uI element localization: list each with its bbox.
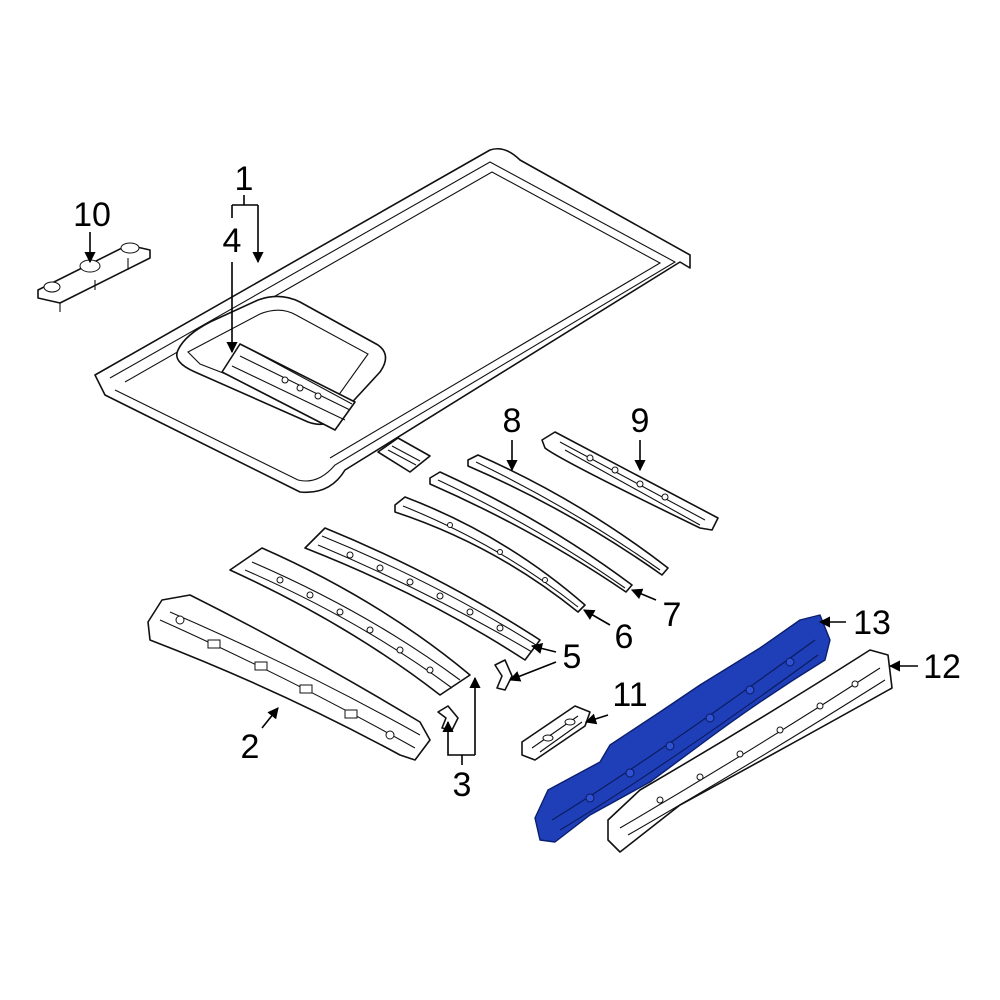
callout-10: 10 [73, 196, 111, 234]
roof-side-rail-inner-highlighted [534, 614, 831, 843]
callout-11: 11 [612, 676, 647, 714]
small-roof-bracket [377, 437, 431, 473]
callout-5: 5 [563, 638, 582, 676]
callout-3: 3 [453, 766, 472, 804]
callout-7: 7 [663, 596, 682, 634]
callout-2: 2 [241, 728, 260, 766]
callout-labels: 1 2 3 4 5 6 7 8 9 10 11 12 13 [73, 160, 961, 804]
roof-bow-front [394, 496, 586, 613]
leader-lines [84, 195, 918, 765]
windshield-header [147, 594, 431, 761]
callout-6: 6 [615, 618, 634, 656]
front-roof-cross-member [229, 547, 471, 696]
side-rail-bracket [521, 705, 591, 761]
roof-cross-member [304, 527, 541, 661]
callout-13: 13 [853, 604, 891, 642]
roof-bow-rear [467, 454, 669, 576]
callout-4: 4 [223, 222, 242, 260]
sunroof-reinforcement [221, 343, 356, 431]
roof-rail-bracket [37, 242, 151, 312]
callout-9: 9 [631, 402, 650, 440]
callout-8: 8 [503, 402, 522, 440]
callout-1: 1 [235, 160, 254, 198]
callout-12: 12 [923, 648, 961, 686]
roof-panel [94, 147, 691, 494]
clip-5 [494, 659, 513, 691]
roof-bow-center [429, 471, 633, 593]
rear-header-reinforcement [541, 431, 719, 531]
